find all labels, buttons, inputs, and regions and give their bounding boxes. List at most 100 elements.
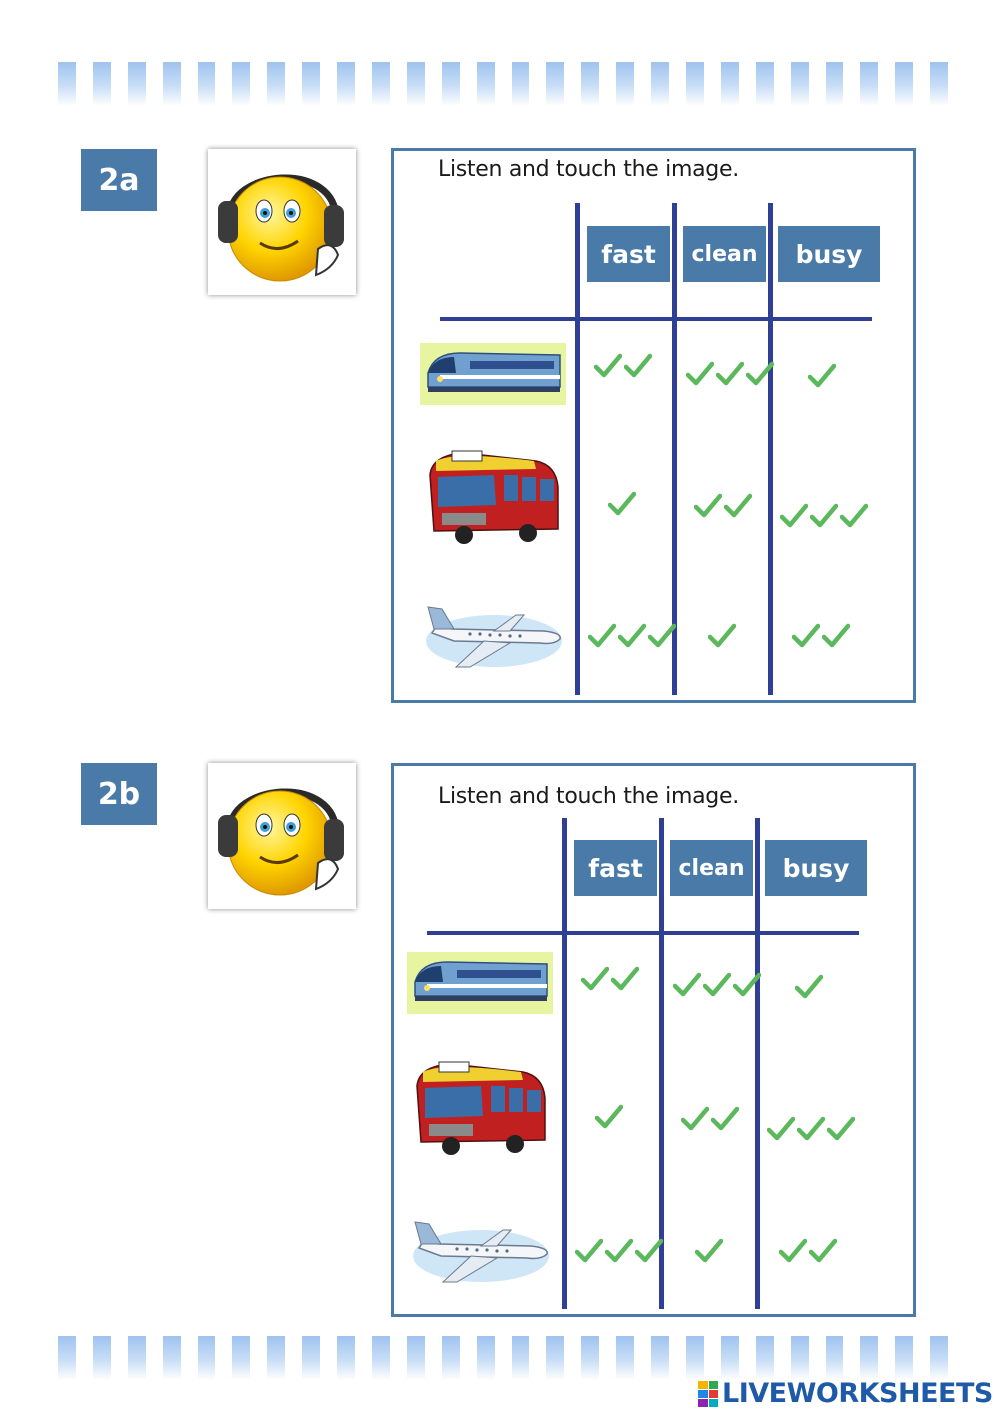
check-mark-icon <box>695 1238 723 1263</box>
tick-group-train-busy <box>795 974 823 1000</box>
tick-group-train-busy <box>808 363 836 389</box>
column-header-busy[interactable]: busy <box>765 840 867 896</box>
airplane-icon <box>413 1221 549 1283</box>
activity-panel-2a: Listen and touch the image. fast clean b… <box>391 148 916 703</box>
check-mark-icon <box>703 972 731 997</box>
liveworksheets-logo[interactable]: LIVEWORKSHEETS <box>698 1378 993 1409</box>
check-mark-icon <box>840 503 868 528</box>
instruction-text: Listen and touch the image. <box>438 157 739 182</box>
listening-smiley-image <box>208 763 356 909</box>
stripe-bar <box>58 62 76 106</box>
stripe-bar <box>895 62 914 106</box>
column-header-clean[interactable]: clean <box>670 840 753 896</box>
stripe-bar <box>302 62 321 106</box>
stripe-bar <box>337 62 356 106</box>
stripe-bar <box>720 1336 739 1380</box>
check-mark-icon <box>648 623 676 648</box>
stripe-bar <box>197 62 216 106</box>
stripe-bar <box>930 62 949 106</box>
grid-line-vertical <box>768 203 773 695</box>
bus-image[interactable] <box>411 1058 551 1162</box>
column-header-clean[interactable]: clean <box>683 226 766 282</box>
check-mark-icon <box>708 623 736 648</box>
train-image[interactable] <box>420 343 566 409</box>
stripe-bar <box>197 1336 216 1380</box>
stripe-bar <box>616 62 635 106</box>
bus-image[interactable] <box>424 447 564 551</box>
check-mark-icon <box>686 361 714 386</box>
tick-group-airplane-busy <box>792 623 850 649</box>
check-mark-icon <box>673 972 701 997</box>
grid-line-vertical <box>672 203 677 695</box>
grid-line-vertical <box>575 203 580 695</box>
check-mark-icon <box>716 361 744 386</box>
stripe-bar <box>546 1336 565 1380</box>
instruction-text: Listen and touch the image. <box>438 784 739 809</box>
tick-group-train-fast <box>581 966 639 992</box>
check-mark-icon <box>605 1238 633 1263</box>
check-mark-icon <box>792 623 820 648</box>
column-header-busy[interactable]: busy <box>778 226 880 282</box>
stripe-bar <box>755 1336 774 1380</box>
stripe-bar <box>267 1336 286 1380</box>
tick-group-bus-fast <box>608 491 636 517</box>
stripe-bar <box>930 1336 949 1380</box>
column-header-fast[interactable]: fast <box>574 840 657 896</box>
check-mark-icon <box>779 1238 807 1263</box>
train-image[interactable] <box>407 952 553 1018</box>
check-mark-icon <box>581 966 609 991</box>
check-mark-icon <box>611 966 639 991</box>
stripe-bar <box>441 1336 460 1380</box>
stripe-bar <box>546 62 565 106</box>
check-mark-icon <box>635 1238 663 1263</box>
stripe-bar <box>58 1336 76 1380</box>
stripe-bar <box>162 1336 181 1380</box>
stripe-bar <box>790 1336 809 1380</box>
stripe-bar <box>406 1336 425 1380</box>
stripe-bar <box>895 1336 914 1380</box>
check-mark-icon <box>746 361 774 386</box>
check-mark-icon <box>618 623 646 648</box>
airplane-image[interactable] <box>411 1216 551 1290</box>
tick-group-train-clean <box>686 361 774 387</box>
stripe-bar <box>825 1336 844 1380</box>
stripe-bar <box>581 1336 600 1380</box>
exercise-badge-2b: 2b <box>81 763 157 825</box>
top-decorative-stripe <box>58 62 949 106</box>
tick-group-bus-busy <box>780 503 868 529</box>
check-mark-icon <box>808 363 836 388</box>
check-mark-icon <box>694 493 722 518</box>
grid-line-horizontal <box>440 317 872 321</box>
stripe-bar <box>686 62 704 106</box>
tick-group-airplane-busy <box>779 1238 837 1264</box>
train-icon <box>407 952 553 1014</box>
check-mark-icon <box>822 623 850 648</box>
check-mark-icon <box>795 974 823 999</box>
column-header-fast[interactable]: fast <box>587 226 670 282</box>
bus-icon <box>429 450 559 544</box>
check-mark-icon <box>681 1106 709 1131</box>
tick-group-train-clean <box>673 972 761 998</box>
stripe-bar <box>406 62 425 106</box>
stripe-bar <box>860 1336 879 1380</box>
bottom-decorative-stripe <box>58 1336 949 1380</box>
check-mark-icon <box>608 491 636 516</box>
tick-group-bus-clean <box>694 493 752 519</box>
stripe-bar <box>755 62 774 106</box>
tick-group-airplane-fast <box>588 623 676 649</box>
logo-text: LIVEWORKSHEETS <box>722 1378 993 1409</box>
tick-group-bus-busy <box>767 1116 855 1142</box>
check-mark-icon <box>575 1238 603 1263</box>
check-mark-icon <box>711 1106 739 1131</box>
airplane-icon <box>426 606 562 668</box>
check-mark-icon <box>810 503 838 528</box>
bus-icon <box>416 1061 546 1155</box>
tick-group-airplane-clean <box>695 1238 723 1264</box>
train-icon <box>420 343 566 405</box>
grid-line-vertical <box>562 818 567 1309</box>
tick-group-airplane-clean <box>708 623 736 649</box>
stripe-bar <box>267 62 286 106</box>
check-mark-icon <box>733 972 761 997</box>
airplane-image[interactable] <box>424 601 564 675</box>
exercise-badge-2a: 2a <box>81 149 157 211</box>
